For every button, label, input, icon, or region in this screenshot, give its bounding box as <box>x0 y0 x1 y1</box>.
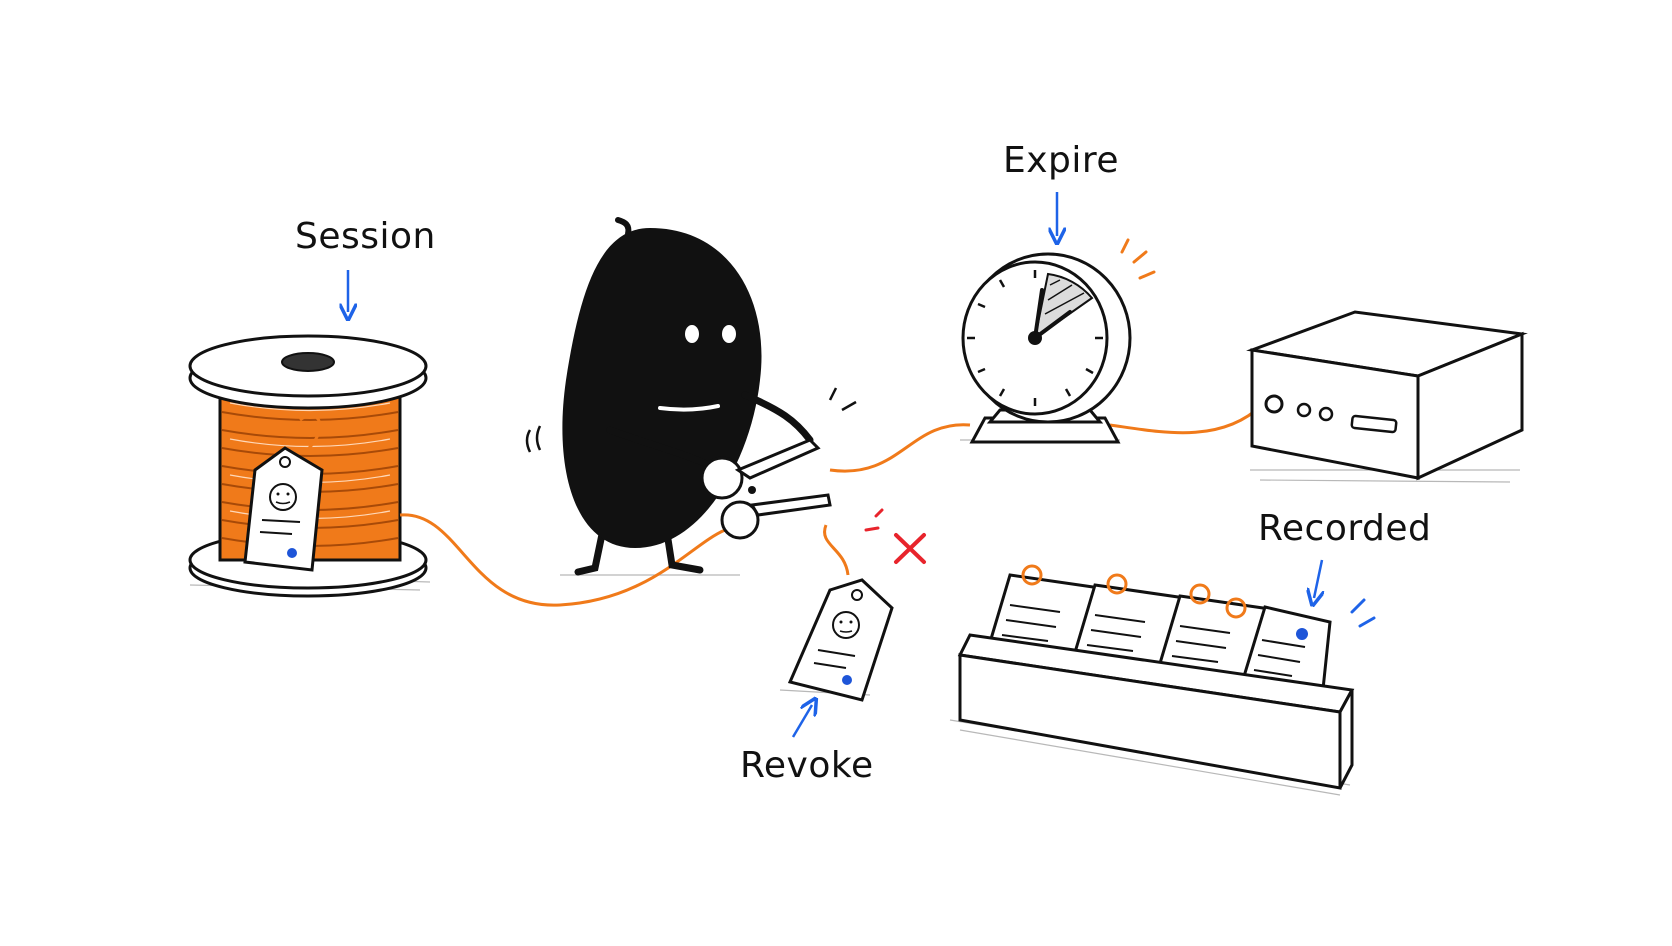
clock-icon <box>961 238 1156 444</box>
session-tag-icon <box>243 413 324 572</box>
scissors-icon <box>700 387 857 540</box>
remaining-thread <box>829 423 971 473</box>
session-thread <box>399 513 726 607</box>
device-thread <box>1109 403 1264 435</box>
revoke-arrow <box>791 705 812 738</box>
session-label: Session <box>295 216 436 257</box>
thread-spool-icon <box>188 334 428 598</box>
recorded-arrow <box>1314 559 1322 598</box>
revoke-cross-icon <box>864 508 926 564</box>
recorded-label: Recorded <box>1258 508 1432 549</box>
expire-label: Expire <box>1003 140 1120 181</box>
blob-character-icon <box>525 217 814 576</box>
card-tray-icon <box>957 564 1376 790</box>
revoke-label: Revoke <box>740 745 874 786</box>
server-box-icon <box>1246 310 1528 481</box>
revoked-tag-icon <box>787 524 894 702</box>
